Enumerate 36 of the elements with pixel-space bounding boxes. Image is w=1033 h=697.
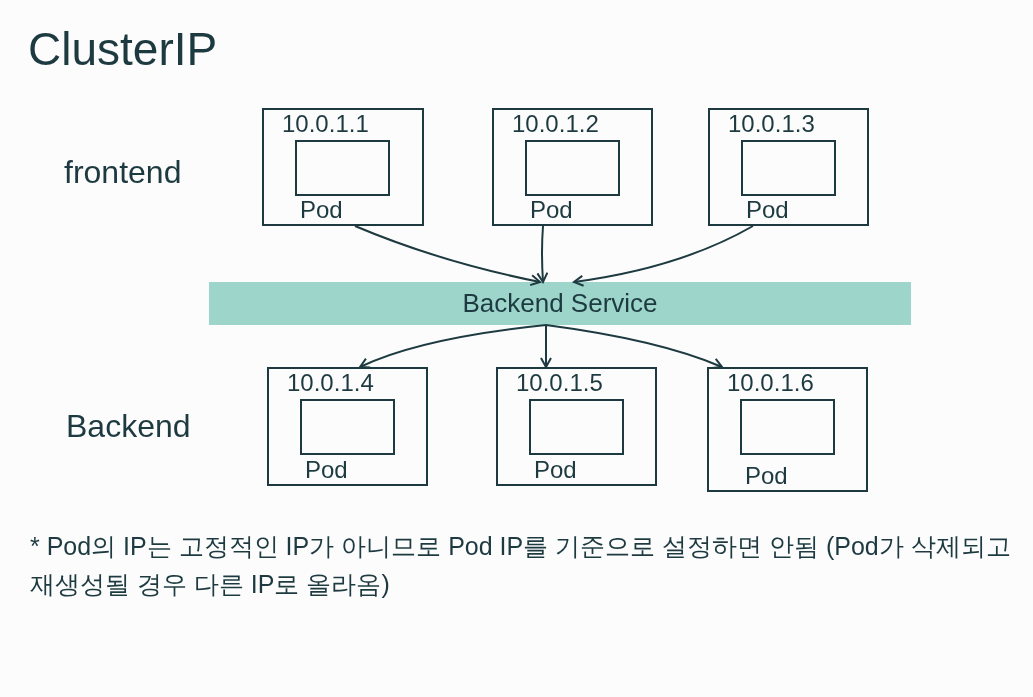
arrow	[540, 324, 552, 368]
note: * Pod의 IP는 고정적인 IP가 아니므로 Pod IP를 기준으로 설정하면 안됨 (Pod가 삭제되고 재생성될 경우 다른 IP로 올라옴)	[30, 531, 1012, 600]
pod-box	[707, 367, 868, 492]
title: ClusterIP	[28, 26, 218, 72]
ip-address: 10.0.1.3	[728, 112, 815, 136]
service-band	[209, 282, 911, 325]
service-name: Backend Service	[462, 287, 658, 320]
pod-box	[492, 108, 653, 226]
inner-box	[740, 399, 835, 455]
inner-box	[525, 140, 620, 196]
pod-box	[708, 108, 869, 226]
inner-box	[295, 140, 390, 196]
ip-address: 10.0.1.5	[516, 371, 603, 395]
ip-address: 10.0.1.1	[282, 112, 369, 136]
arrow	[573, 225, 754, 287]
pod-name: Pod	[534, 458, 577, 482]
inner-box	[529, 399, 624, 455]
group-label: frontend	[64, 153, 182, 192]
group-label: Backend	[66, 407, 191, 446]
arrow	[354, 225, 541, 287]
pod-name: Pod	[745, 464, 788, 488]
ip-address: 10.0.1.4	[287, 371, 374, 395]
arrow	[545, 324, 723, 370]
pod-name: Pod	[305, 458, 348, 482]
arrow	[536, 225, 549, 283]
pod-name: Pod	[530, 198, 573, 222]
pod-name: Pod	[746, 198, 789, 222]
ip-address: 10.0.1.6	[727, 371, 814, 395]
ip-address: 10.0.1.2	[512, 112, 599, 136]
inner-box	[741, 140, 836, 196]
arrow	[359, 324, 547, 369]
pod-box	[496, 367, 657, 486]
inner-box	[300, 399, 395, 455]
pod-box	[262, 108, 424, 226]
pod-box	[267, 367, 428, 486]
pod-name: Pod	[300, 198, 343, 222]
